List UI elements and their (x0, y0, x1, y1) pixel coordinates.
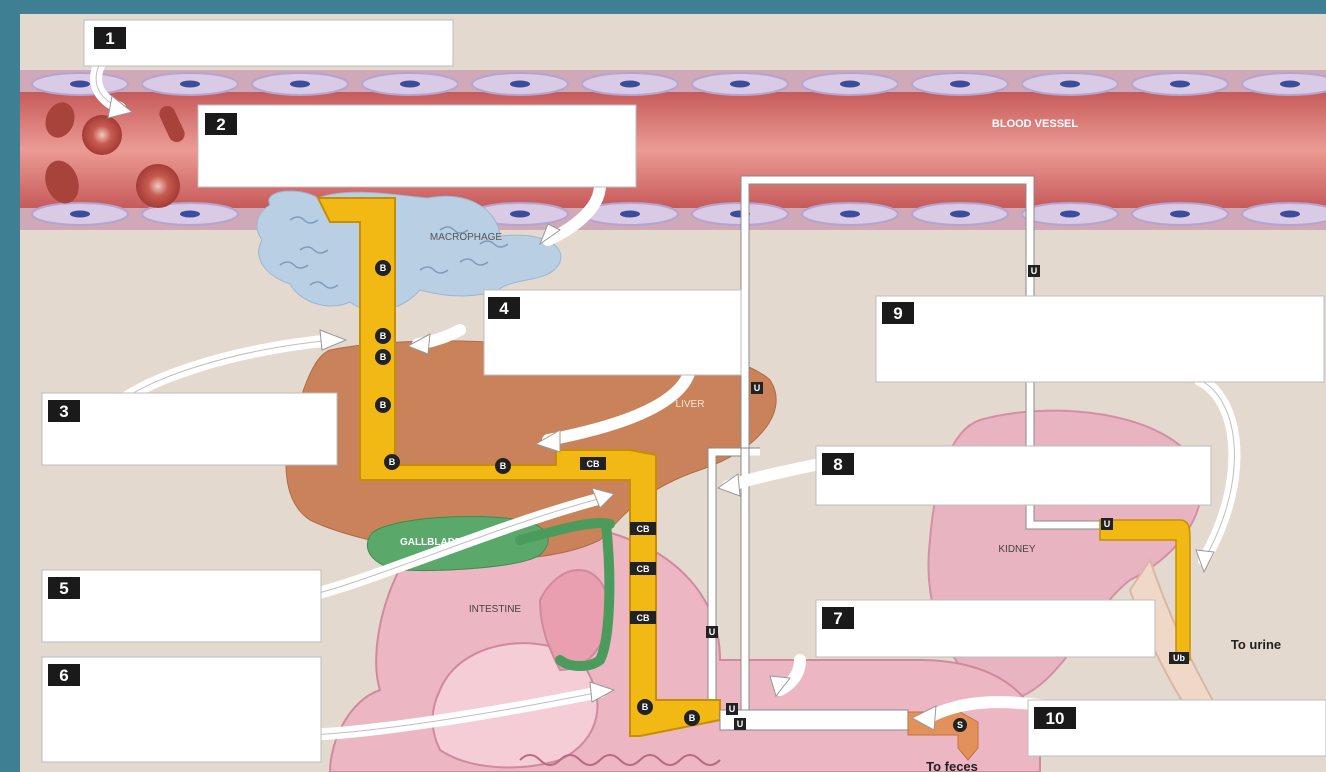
svg-text:1: 1 (105, 29, 114, 48)
svg-text:Ub: Ub (1173, 653, 1185, 663)
callout-box-3: 3 (42, 393, 337, 465)
marker-u: U (706, 626, 718, 638)
callout-box-5: 5 (42, 570, 321, 642)
callout-box-10: 10 (1028, 700, 1326, 756)
intestine-label: INTESTINE (469, 604, 522, 615)
svg-text:B: B (500, 461, 507, 471)
marker-cb: CB (580, 457, 606, 470)
svg-text:B: B (642, 702, 649, 712)
liver-label: LIVER (676, 399, 705, 410)
svg-text:B: B (389, 457, 396, 467)
callout-box-1: 1 (84, 20, 453, 66)
svg-text:U: U (754, 383, 761, 393)
svg-text:U: U (1031, 266, 1038, 276)
marker-b: B (375, 397, 391, 413)
svg-text:S: S (957, 720, 963, 730)
svg-text:B: B (380, 263, 387, 273)
marker-u: U (1028, 265, 1040, 277)
svg-text:4: 4 (499, 299, 509, 318)
callout-box-2: 2 (198, 105, 636, 187)
svg-text:8: 8 (833, 455, 842, 474)
blood-vessel-label: BLOOD VESSEL (992, 118, 1078, 130)
marker-u: U (734, 718, 746, 730)
callout-box-9: 9 (876, 296, 1324, 382)
svg-text:U: U (729, 704, 736, 714)
marker-ub: Ub (1169, 652, 1189, 664)
marker-b: B (684, 710, 700, 726)
marker-b: B (384, 454, 400, 470)
marker-cb: CB (630, 522, 656, 535)
marker-cb: CB (630, 562, 656, 575)
svg-text:CB: CB (587, 459, 600, 469)
svg-text:B: B (380, 352, 387, 362)
svg-text:U: U (1104, 519, 1111, 529)
marker-b: B (375, 328, 391, 344)
callout-box-4: 4 (484, 290, 741, 375)
svg-text:6: 6 (59, 666, 68, 685)
svg-text:2: 2 (216, 115, 225, 134)
marker-b: B (375, 260, 391, 276)
svg-text:U: U (737, 719, 744, 729)
svg-text:U: U (709, 627, 716, 637)
callout-box-7: 7 (816, 600, 1155, 657)
svg-text:7: 7 (833, 609, 842, 628)
marker-b: B (495, 458, 511, 474)
marker-u: U (751, 382, 763, 394)
marker-b: B (637, 699, 653, 715)
svg-text:5: 5 (59, 579, 68, 598)
marker-u: U (1101, 518, 1113, 530)
marker-b: B (375, 349, 391, 365)
svg-text:B: B (380, 331, 387, 341)
svg-text:3: 3 (59, 402, 68, 421)
marker-u: U (726, 703, 738, 715)
svg-text:10: 10 (1046, 709, 1065, 728)
callout-box-6: 6 (42, 657, 321, 762)
marker-cb: CB (630, 611, 656, 624)
svg-text:CB: CB (637, 613, 650, 623)
callout-box-8: 8 (816, 446, 1211, 505)
kidney-label: KIDNEY (998, 544, 1036, 555)
to-feces-label: To feces (926, 759, 978, 772)
to-urine-label: To urine (1231, 637, 1281, 652)
macrophage-label: MACROPHAGE (430, 232, 503, 243)
svg-text:B: B (689, 713, 696, 723)
svg-text:CB: CB (637, 524, 650, 534)
svg-text:CB: CB (637, 564, 650, 574)
svg-text:9: 9 (893, 304, 902, 323)
marker-s: S (953, 718, 967, 732)
svg-text:B: B (380, 400, 387, 410)
